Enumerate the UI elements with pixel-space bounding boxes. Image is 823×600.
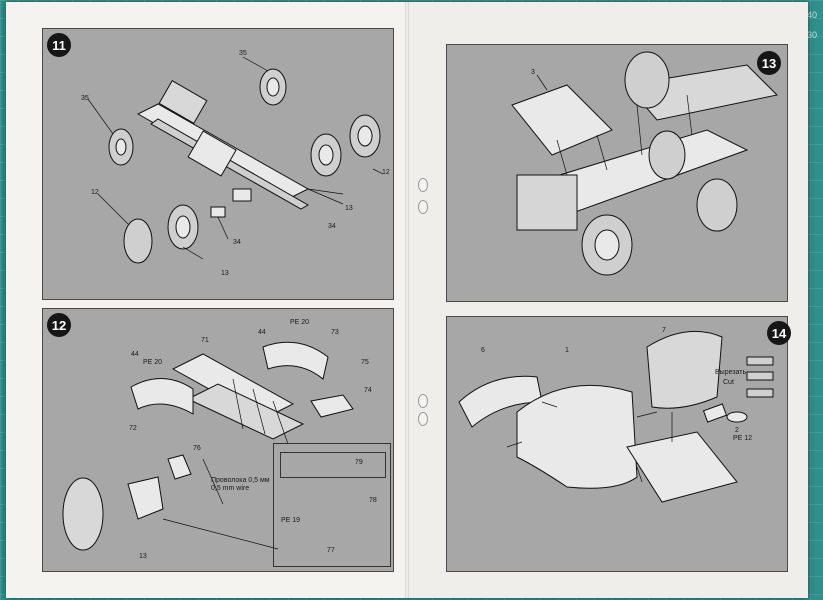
step-number-badge: 14 — [767, 321, 791, 345]
part-label: 71 — [201, 337, 209, 344]
part-label: 7 — [662, 327, 666, 334]
step-13-panel: 13 3 — [446, 44, 788, 302]
part-label: 2 — [735, 427, 739, 434]
part-label: 78 — [369, 497, 377, 504]
wire-note-ru: Проволока 0,5 мм — [211, 477, 270, 484]
part-label: 1 — [565, 347, 569, 354]
step-number-badge: 11 — [47, 33, 71, 57]
detail-inset — [273, 443, 391, 567]
part-label: 12 — [91, 189, 99, 196]
part-label: 73 — [331, 329, 339, 336]
part-label: 34 — [328, 223, 336, 230]
part-label: PE 20 — [290, 319, 310, 326]
inset-sub-box — [280, 452, 386, 478]
cut-note-ru: Вырезать — [715, 369, 747, 376]
part-label: 3 — [531, 69, 535, 76]
part-label: 13 — [221, 270, 229, 277]
ruler-mark-mid: 130 — [801, 30, 817, 40]
part-label: 12 — [382, 169, 390, 176]
part-label: PE 19 — [281, 517, 301, 524]
wire-note-en: 0,5 mm wire — [211, 485, 250, 492]
chassis-wheels-drawing — [87, 56, 384, 264]
part-label: 44 — [131, 351, 139, 358]
step-12-panel: 12 71 44 PE 20 44 PE 20 73 75 74 72 76 П… — [42, 308, 394, 572]
part-label: PE 20 — [143, 359, 163, 366]
cut-note-en: Cut — [723, 379, 734, 386]
step-11-panel: 11 35 35 13 12 34 12 13 34 — [42, 28, 394, 300]
part-label: 75 — [361, 359, 369, 366]
part-label: 79 — [355, 459, 363, 466]
fender-assembly-drawing — [62, 341, 354, 551]
part-label: 34 — [233, 239, 241, 246]
part-label: 13 — [139, 553, 147, 560]
part-label: 35 — [239, 50, 247, 57]
part-label: 72 — [129, 425, 137, 432]
instruction-booklet: 11 35 35 13 12 34 12 13 34 — [6, 2, 808, 598]
part-label: 35 — [81, 95, 89, 102]
part-label: 6 — [481, 347, 485, 354]
part-label: 74 — [364, 387, 372, 394]
part-label: 44 — [258, 329, 266, 336]
part-label: 76 — [193, 445, 201, 452]
cab-body-drawing — [458, 330, 774, 503]
staple-hole — [418, 394, 428, 408]
ruler-mark-top: 140 — [801, 10, 817, 20]
staple-hole — [418, 412, 428, 426]
step-14-panel: 14 6 1 7 PE 12 2 Вырезать Cut — [446, 316, 791, 572]
part-label: PE 12 — [733, 435, 753, 442]
part-label: 77 — [327, 547, 335, 554]
step-number-badge: 13 — [757, 51, 781, 75]
cab-frame-drawing — [511, 51, 779, 276]
mat-ruler: 140 130 — [783, 0, 823, 600]
booklet-spine — [405, 2, 409, 598]
staple-hole — [418, 178, 428, 192]
step-number-badge: 12 — [47, 313, 71, 337]
part-label: 13 — [345, 205, 353, 212]
staple-hole — [418, 200, 428, 214]
